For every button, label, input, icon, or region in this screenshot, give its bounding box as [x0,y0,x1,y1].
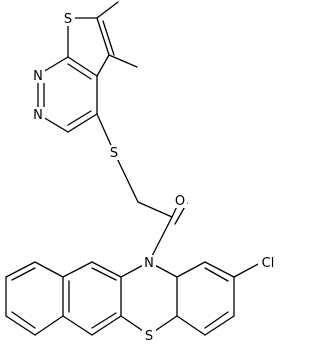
pyrimidine-nitrogen-label: N [33,69,43,84]
pyrimidine-nitrogen-label: N [33,108,43,123]
carbonyl-oxygen-label: O [175,194,185,209]
phenothiazine-nitrogen-label: N [144,256,154,271]
thioether-sulfur-label: S [110,146,118,161]
atom-labels: S N N S O N S Cl [31,11,278,344]
linker-bonds [96,113,188,263]
molecule-structure: S N N S O N S Cl [5,1,278,344]
thienopyrimidine-bonds [37,1,138,133]
thiophene-sulfur-label: S [64,12,72,27]
phenothiazine-bonds [5,261,263,336]
chlorine-label: Cl [262,256,275,271]
phenothiazine-sulfur-label: S [145,329,153,344]
